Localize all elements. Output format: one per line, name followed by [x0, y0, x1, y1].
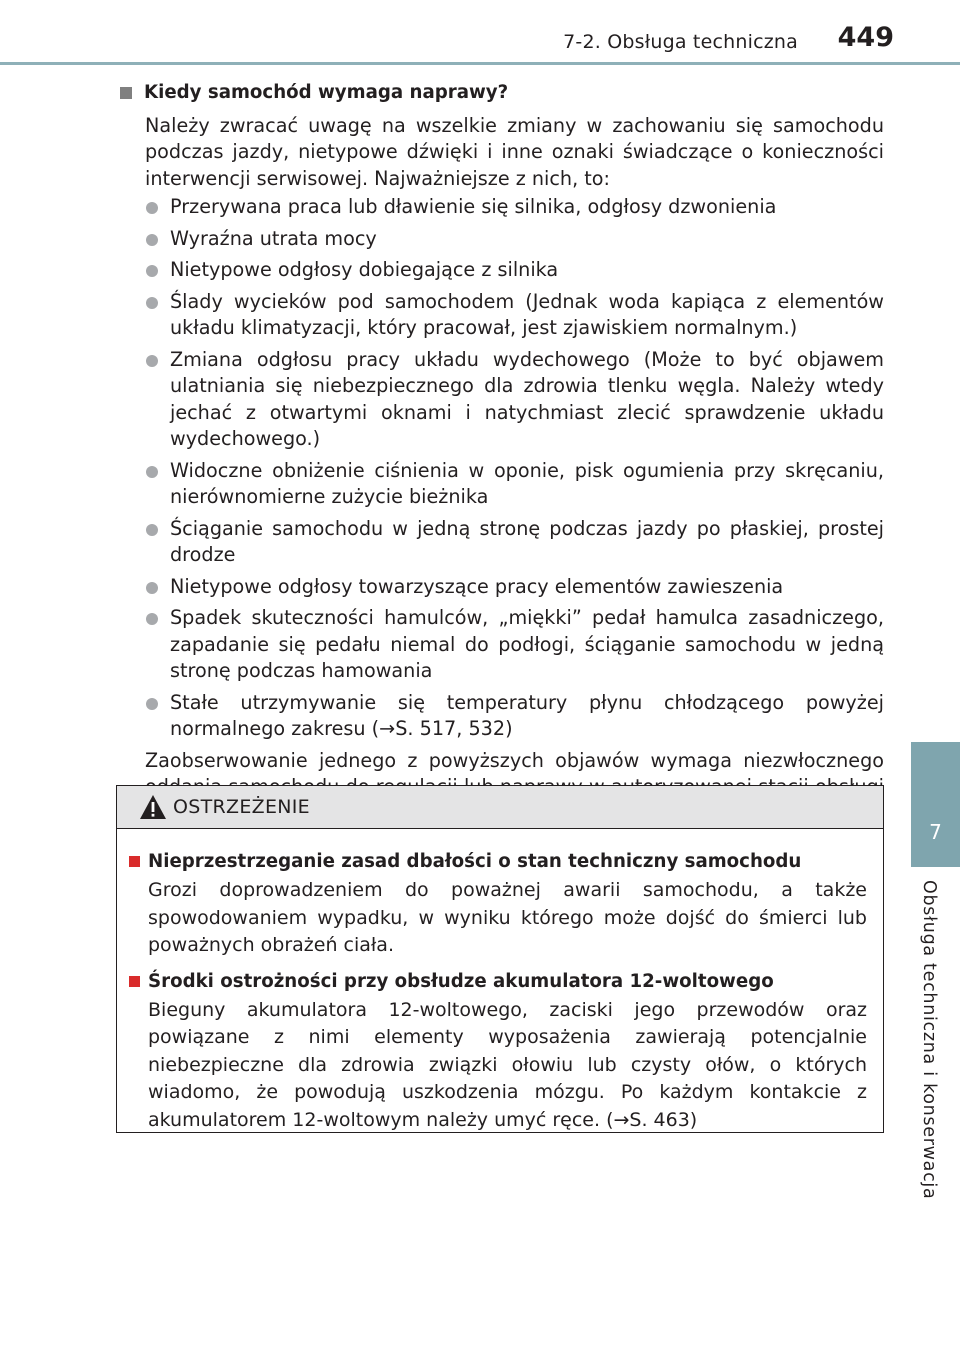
bullet-dot-icon	[146, 697, 158, 710]
main-content: Kiedy samochód wymaga naprawy? Należy zw…	[116, 80, 884, 827]
warning-item-heading: Środki ostrożności przy obsłudze akumula…	[129, 968, 867, 995]
symptom-list: Przerywana praca lub dławienie się silni…	[116, 194, 884, 742]
list-item: Ślady wycieków pod samochodem (Jednak wo…	[145, 289, 884, 342]
bullet-dot-icon	[146, 523, 158, 536]
warning-item-text: Grozi doprowadzeniem do poważnej awarii …	[148, 879, 867, 957]
section-heading-text: Kiedy samochód wymaga naprawy?	[144, 82, 509, 103]
chapter-title: Obsługa techniczna i konserwacja	[919, 880, 939, 1200]
bullet-dot-icon	[146, 581, 158, 594]
section-title: 7-2. Obsługa techniczna	[563, 31, 798, 53]
list-item: Stałe utrzymywanie się temperatury płynu…	[145, 690, 884, 743]
warning-triangle-icon	[140, 795, 166, 819]
bullet-dot-icon	[146, 613, 158, 626]
bullet-dot-icon	[146, 465, 158, 478]
chapter-tab	[911, 742, 960, 867]
chapter-number: 7	[929, 820, 942, 844]
red-square-icon	[129, 856, 140, 867]
square-bullet-icon	[120, 87, 132, 99]
list-item: Widoczne obniżenie ciśnienia w oponie, p…	[145, 458, 884, 511]
warning-body: Nieprzestrzeganie zasad dbałości o stan …	[129, 848, 867, 1142]
list-item: Nietypowe odgłosy dobiegające z silnika	[145, 257, 884, 284]
warning-box: OSTRZEŻENIE Nieprzestrzeganie zasad dbał…	[116, 785, 884, 1133]
bullet-dot-icon	[146, 296, 158, 309]
page-number: 449	[837, 22, 894, 53]
list-item: Przerywana praca lub dławienie się silni…	[145, 194, 884, 221]
page-header: 7-2. Obsługa techniczna 449	[0, 0, 960, 70]
bullet-dot-icon	[146, 265, 158, 278]
list-item: Zmiana odgłosu pracy układu wydechowego …	[145, 347, 884, 453]
warning-title: OSTRZEŻENIE	[173, 796, 310, 818]
bullet-dot-icon	[146, 233, 158, 246]
red-square-icon	[129, 975, 140, 987]
intro-paragraph: Należy zwracać uwagę na wszelkie zmiany …	[145, 113, 884, 190]
bullet-dot-icon	[146, 202, 158, 215]
warning-header: OSTRZEŻENIE	[117, 786, 883, 829]
list-item: Ściąganie samochodu w jedną stronę podcz…	[145, 516, 884, 569]
section-heading: Kiedy samochód wymaga naprawy?	[116, 80, 884, 107]
bullet-dot-icon	[146, 354, 158, 367]
warning-item-text: Bieguny akumulatora 12-woltowego, zacisk…	[148, 999, 867, 1131]
header-rule	[0, 62, 960, 65]
list-item: Wyraźna utrata mocy	[145, 226, 884, 253]
warning-item-heading: Nieprzestrzeganie zasad dbałości o stan …	[129, 848, 867, 875]
list-item: Spadek skuteczności hamulców, „miękki” p…	[145, 605, 884, 685]
list-item: Nietypowe odgłosy towarzyszące pracy ele…	[145, 574, 884, 601]
